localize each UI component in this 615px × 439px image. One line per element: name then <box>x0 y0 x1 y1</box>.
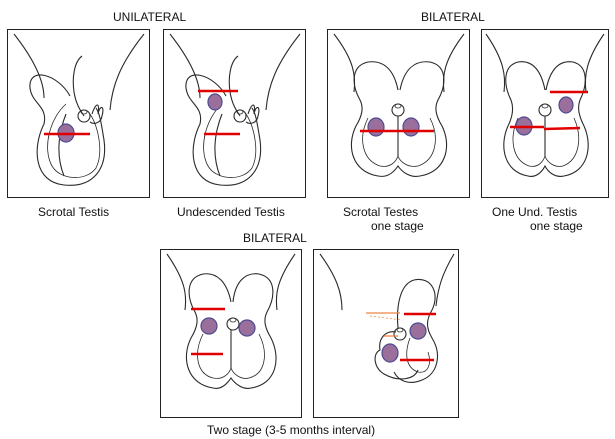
scrotal-testes-diagram <box>327 29 470 198</box>
two-stage-second-diagram <box>313 249 459 418</box>
undescended-testis-diagram <box>163 29 306 198</box>
heading-unilateral: UNILATERAL <box>113 11 186 24</box>
caption-scrotal-testes-line2: one stage <box>371 220 424 233</box>
heading-bilateral-bottom: BILATERAL <box>243 232 307 245</box>
two-stage-first-operation-illustration <box>161 250 301 417</box>
two-stage-first-diagram <box>160 249 302 418</box>
unilateral-scrotal-testis-illustration <box>8 30 149 197</box>
caption-one-und-testis-line2: one stage <box>530 220 583 233</box>
caption-one-und-testis-line1: One Und. Testis <box>492 206 577 219</box>
one-undescended-testis-diagram <box>481 29 609 198</box>
caption-undescended-testis: Undescended Testis <box>177 206 285 219</box>
unilateral-undescended-testis-illustration <box>164 30 305 197</box>
bilateral-one-undescended-testis-illustration <box>482 30 608 197</box>
two-stage-second-operation-illustration <box>314 250 458 417</box>
bilateral-scrotal-testes-illustration <box>328 30 469 197</box>
heading-bilateral-top: BILATERAL <box>421 11 485 24</box>
caption-scrotal-testis: Scrotal Testis <box>38 206 109 219</box>
caption-scrotal-testes-line1: Scrotal Testes <box>343 206 418 219</box>
caption-two-stage: Two stage (3-5 months interval) <box>207 424 375 437</box>
scrotal-testis-diagram <box>7 29 150 198</box>
